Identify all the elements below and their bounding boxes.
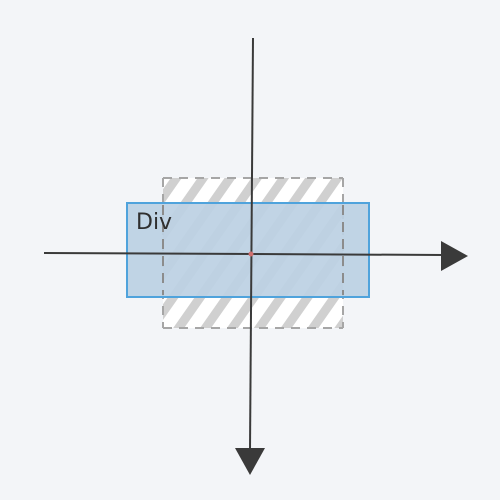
- div-label: Div: [136, 210, 172, 235]
- y-axis-arrow-icon: [235, 448, 265, 475]
- y-axis-line: [249, 37, 254, 451]
- x-axis-line: [43, 252, 445, 256]
- div-box: [126, 202, 370, 298]
- x-axis-arrow-icon: [441, 241, 468, 271]
- origin-dot: [248, 251, 254, 257]
